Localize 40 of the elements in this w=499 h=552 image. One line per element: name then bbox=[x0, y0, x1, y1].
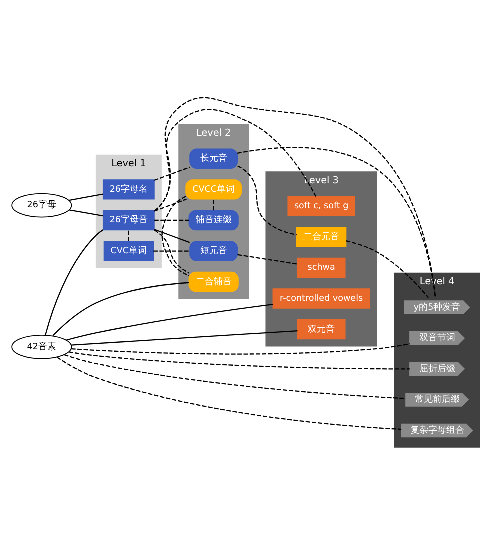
connector bbox=[69, 352, 410, 370]
connector bbox=[69, 210, 104, 217]
connector bbox=[52, 282, 190, 336]
node-ellipse: 26字母 bbox=[12, 193, 72, 218]
connector bbox=[154, 229, 190, 244]
node-box: 26字母音 bbox=[102, 210, 155, 231]
connector bbox=[237, 147, 436, 298]
connector bbox=[238, 166, 297, 236]
node-box: 短元音 bbox=[190, 241, 238, 262]
node-box: 二合辅音 bbox=[188, 272, 239, 292]
connector bbox=[45, 229, 104, 336]
node-box: 辅音连缀 bbox=[188, 210, 239, 231]
connector bbox=[154, 97, 436, 298]
connector bbox=[154, 220, 190, 222]
connector bbox=[64, 354, 406, 400]
connector bbox=[154, 109, 317, 212]
node-ellipse: 42音素 bbox=[12, 334, 72, 360]
node-box: CVCC单词 bbox=[186, 180, 242, 200]
connector bbox=[154, 198, 187, 212]
connector bbox=[154, 230, 190, 274]
node-box: 二合元音 bbox=[296, 227, 347, 248]
node-box: 26字母名 bbox=[102, 180, 155, 200]
node-box: 双元音 bbox=[297, 319, 346, 340]
node-box: soft c, soft g bbox=[288, 196, 356, 216]
connector bbox=[154, 166, 190, 182]
node-box: CVC单词 bbox=[104, 241, 154, 262]
connector bbox=[128, 230, 130, 242]
connector bbox=[71, 344, 410, 355]
connector bbox=[162, 196, 190, 276]
node-box: 长元音 bbox=[190, 148, 238, 169]
node-box: r-controlled vowels bbox=[272, 288, 370, 309]
connector bbox=[57, 357, 402, 430]
connector bbox=[213, 200, 214, 211]
node-box: schwa bbox=[297, 258, 346, 278]
connector bbox=[238, 254, 298, 265]
connector bbox=[69, 194, 104, 202]
connector bbox=[66, 304, 274, 341]
connector bbox=[154, 250, 190, 252]
connector bbox=[71, 330, 298, 346]
connector bbox=[346, 240, 430, 298]
